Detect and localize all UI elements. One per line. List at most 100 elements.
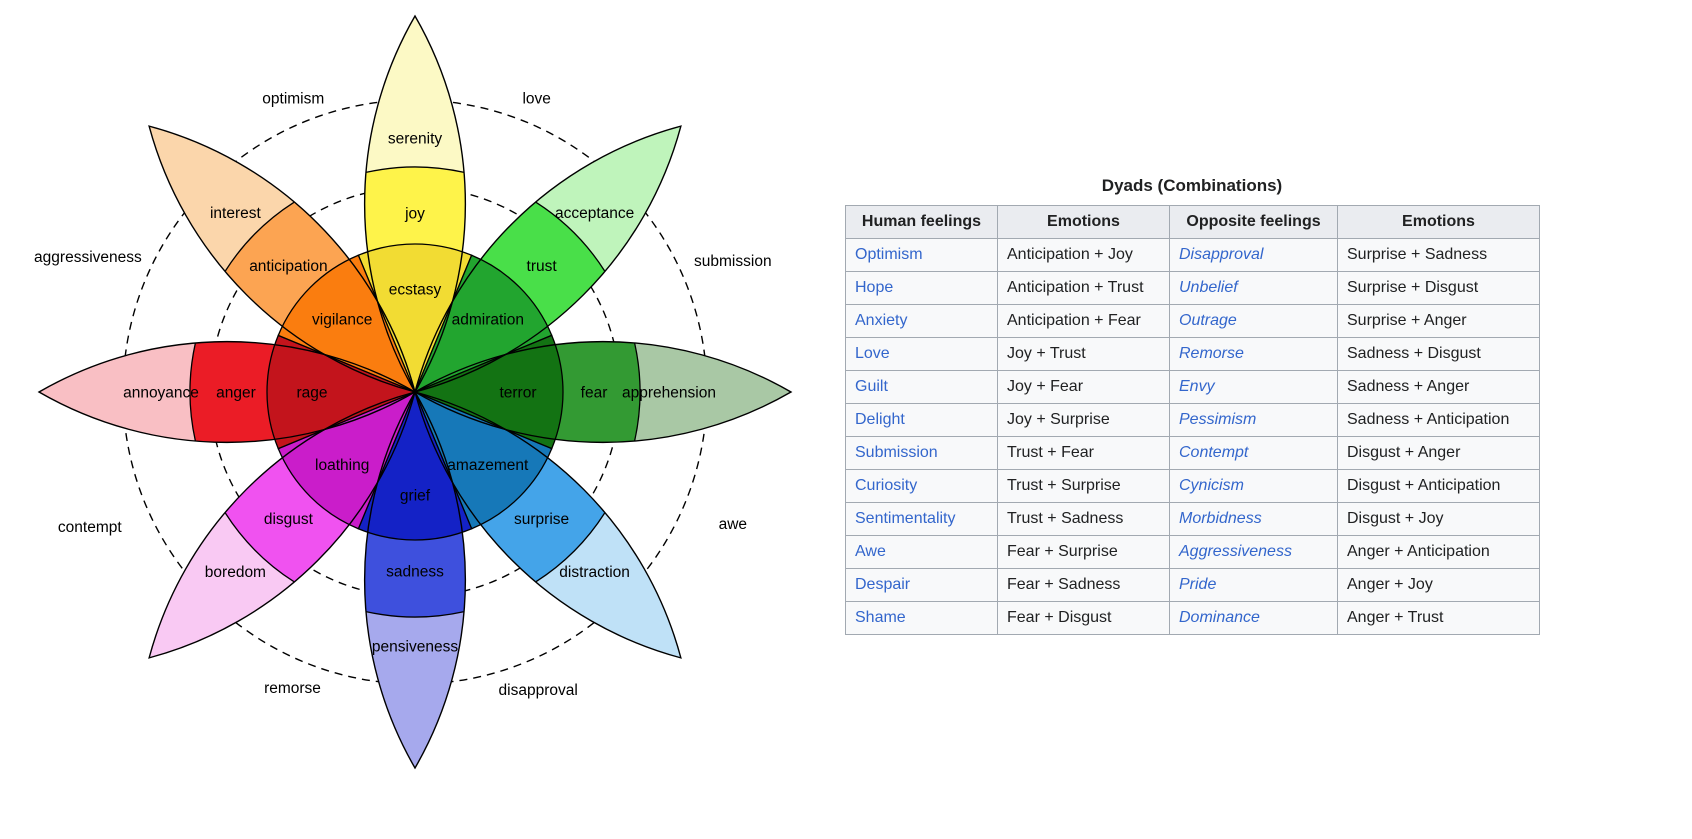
feeling-cell: Anxiety [845,304,998,338]
feeling-link[interactable]: Sentimentality [855,510,956,527]
segment-label-joy: joy [404,205,425,222]
sector-terror [413,334,564,450]
opposite-emotions-cell: Surprise + Sadness [1337,238,1540,272]
segment-label-loathing: loathing [315,457,369,474]
emotions-cell: Trust + Fear [997,436,1170,470]
emotions-cell: Fear + Disgust [997,601,1170,635]
opposite-emotions-cell: Anger + Anticipation [1337,535,1540,569]
segment-label-trust: trust [527,258,558,275]
feeling-link[interactable]: Despair [855,576,911,593]
sector-amazement [413,390,553,530]
opposite-emotions-cell: Surprise + Anger [1337,304,1540,338]
opposite-feeling-cell: Dominance [1169,601,1338,635]
segment-divider-arc [535,512,606,583]
opposite-feeling-cell: Cynicism [1169,469,1338,503]
segment-label-sadness: sadness [386,563,444,580]
feeling-cell: Despair [845,568,998,602]
segment-divider-arc [366,611,464,618]
feeling-link[interactable]: Anxiety [855,312,908,329]
segment-label-rage: rage [296,384,327,401]
feeling-link[interactable]: Awe [855,543,886,560]
segment-divider-arc [189,343,196,441]
feeling-link[interactable]: Hope [855,279,894,296]
sector-rage [266,334,417,450]
feeling-cell: Submission [845,436,998,470]
emotions-cell: Fear + Surprise [997,535,1170,569]
column-header: Human feelings [845,205,998,239]
emotions-cell: Joy + Surprise [997,403,1170,437]
table-row: Love Joy + Trust Remorse Sadness + Disgust [845,337,1540,371]
segment-label-interest: interest [210,205,262,222]
segment-divider-arc [224,201,295,272]
opposite-feeling-link[interactable]: Dominance [1179,609,1260,626]
opposite-emotions-cell: Anger + Joy [1337,568,1540,602]
sector-ecstasy [357,243,473,394]
petal-outline [148,125,416,393]
segment-label-ecstasy: ecstasy [389,281,442,298]
petal-outline [148,391,416,659]
feeling-cell: Sentimentality [845,502,998,536]
segment-label-amazement: amazement [447,457,529,474]
petal-outline [37,341,417,443]
opposite-emotions-cell: Disgust + Anger [1337,436,1540,470]
opposite-feeling-cell: Outrage [1169,304,1338,338]
table-row: Awe Fear + Surprise Aggressiveness Anger + … [845,535,1540,569]
opposite-feeling-link[interactable]: Remorse [1179,345,1244,362]
opposite-emotions-cell: Disgust + Joy [1337,502,1540,536]
segment-label-anger: anger [216,384,256,401]
opposite-emotions-cell: Sadness + Anticipation [1337,403,1540,437]
segment-divider-arc [634,343,641,441]
opposite-feeling-link[interactable]: Pessimism [1179,411,1257,428]
feeling-link[interactable]: Delight [855,411,905,428]
feeling-link[interactable]: Guilt [855,378,888,395]
opposite-feeling-link[interactable]: Disapproval [1179,246,1264,263]
feeling-link[interactable]: Shame [855,609,906,626]
opposite-feeling-link[interactable]: Unbelief [1179,279,1238,296]
feeling-link[interactable]: Submission [855,444,938,461]
dyad-label-remorse: remorse [264,680,321,697]
feeling-cell: Awe [845,535,998,569]
column-header: Emotions [997,205,1170,239]
emotions-cell: Anticipation + Joy [997,238,1170,272]
feeling-cell: Love [845,337,998,371]
segment-label-surprise: surprise [514,511,569,528]
plutchik-wheel-diagram: ecstasyjoyserenityadmirationtrustaccepta… [34,14,793,770]
opposite-feeling-link[interactable]: Aggressiveness [1179,543,1292,560]
petal-outline [364,14,466,394]
opposite-feeling-link[interactable]: Pride [1179,576,1217,593]
emotions-cell: Anticipation + Fear [997,304,1170,338]
emotions-cell: Fear + Sadness [997,568,1170,602]
opposite-feeling-cell: Remorse [1169,337,1338,371]
opposite-feeling-cell: Aggressiveness [1169,535,1338,569]
feeling-link[interactable]: Love [855,345,890,362]
opposite-feeling-link[interactable]: Cynicism [1179,477,1244,494]
column-header: Emotions [1337,205,1540,239]
feeling-cell: Hope [845,271,998,305]
opposite-feeling-link[interactable]: Envy [1179,378,1215,395]
emotions-cell: Joy + Trust [997,337,1170,371]
feeling-link[interactable]: Optimism [855,246,923,263]
opposite-feeling-link[interactable]: Contempt [1179,444,1249,461]
opposite-feeling-link[interactable]: Morbidness [1179,510,1262,527]
segment-label-pensiveness: pensiveness [372,638,458,655]
dyad-label-aggressiveness: aggressiveness [34,249,142,266]
opposite-feeling-cell: Envy [1169,370,1338,404]
opposite-feeling-cell: Morbidness [1169,502,1338,536]
dyad-label-contempt: contempt [58,519,122,536]
emotions-cell: Trust + Surprise [997,469,1170,503]
emotions-cell: Anticipation + Trust [997,271,1170,305]
opposite-emotions-cell: Sadness + Anger [1337,370,1540,404]
opposite-emotions-cell: Sadness + Disgust [1337,337,1540,371]
feeling-cell: Shame [845,601,998,635]
petal-outline [364,390,466,770]
feeling-link[interactable]: Curiosity [855,477,918,494]
dyad-label-optimism: optimism [262,91,324,108]
dyad-label-love: love [522,91,550,108]
opposite-feeling-link[interactable]: Outrage [1179,312,1237,329]
dyad-label-awe: awe [719,516,747,533]
